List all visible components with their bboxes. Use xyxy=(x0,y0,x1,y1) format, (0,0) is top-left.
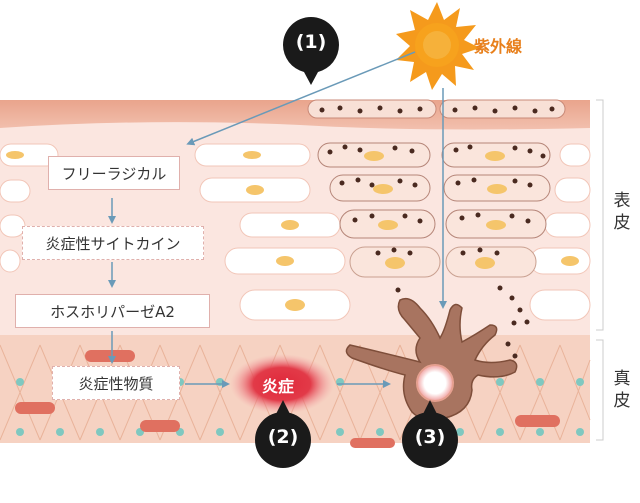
callout-1-marker xyxy=(283,17,339,85)
dermis-cells xyxy=(15,350,560,448)
inflammation-glow xyxy=(230,354,334,414)
free-radical-label: フリーラジカル xyxy=(48,156,180,190)
callout-3-marker xyxy=(402,400,458,468)
callout-2-number: (2) xyxy=(267,426,299,448)
callout-2-marker xyxy=(255,400,311,468)
cytokine-label: 炎症性サイトカイン xyxy=(22,226,204,260)
cell-nuclei xyxy=(6,151,579,311)
uv-label: 紫外線 xyxy=(474,37,523,56)
callout-3-number: (3) xyxy=(414,426,446,448)
melanin-dots xyxy=(319,105,555,359)
epidermis-bracket xyxy=(596,99,604,331)
epidermis-cells xyxy=(0,143,591,321)
melanocyte-nucleus xyxy=(416,364,454,402)
uv-arrow-to-radical xyxy=(186,51,416,146)
damaged-cells-b xyxy=(439,99,566,278)
dermis-label: 真皮 xyxy=(613,369,631,411)
damaged-cells-a xyxy=(307,99,441,278)
inflammatory-substance-label: 炎症性物質 xyxy=(52,366,180,400)
callout-1-number: (1) xyxy=(295,31,327,53)
melanocyte xyxy=(345,297,518,422)
phospholipase-label: ホスホリパーゼA2 xyxy=(15,294,210,328)
sun-icon xyxy=(396,2,480,90)
epidermis-label: 表皮 xyxy=(613,191,631,233)
dermis-bracket xyxy=(596,339,604,441)
inflammation-label: 炎症 xyxy=(262,377,295,396)
